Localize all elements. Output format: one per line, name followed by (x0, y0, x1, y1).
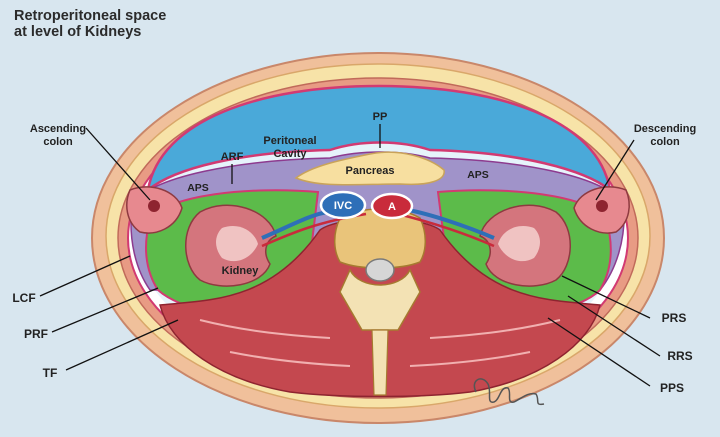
leader-pps (547, 317, 651, 387)
vertebral-arch (339, 268, 421, 331)
label-lcf: LCF (12, 291, 35, 305)
leader-descending-colon (595, 139, 635, 201)
muscle-striations (199, 319, 561, 367)
label-descending-colon-1: Descending (634, 123, 696, 135)
artist-signature (473, 378, 545, 406)
title-line-2: at level of Kidneys (14, 24, 142, 40)
left-renal-sinus (216, 225, 258, 262)
label-prs: PRS (662, 311, 687, 325)
label-aorta: A (388, 201, 396, 213)
diagram-title: Retroperitoneal space at level of Kidney… (14, 8, 274, 40)
leader-rrs (567, 295, 661, 357)
right-renal-sinus (498, 225, 540, 262)
label-pancreas: Pancreas (346, 165, 395, 177)
label-descending-colon-2: colon (650, 136, 680, 148)
leader-prs (561, 275, 651, 319)
label-tf: TF (43, 366, 58, 380)
aorta-vessel (370, 192, 414, 220)
descending-colon-lumen (596, 200, 608, 212)
ivc-vessel (319, 190, 367, 220)
label-prf: PRF (24, 327, 48, 341)
label-pps: PPS (660, 381, 684, 395)
leader-ascending-colon (85, 127, 151, 201)
leader-tf (65, 319, 179, 371)
label-kidney: Kidney (222, 265, 260, 277)
label-arf: ARF (221, 151, 244, 163)
left-renal-vein (261, 210, 329, 240)
right-renal-vein (407, 208, 495, 240)
leader-lcf (39, 255, 131, 297)
leader-prf (51, 287, 159, 333)
spinal-canal (365, 258, 395, 282)
label-ascending-colon-1: Ascending (30, 123, 86, 135)
pancreas-organ (294, 151, 445, 186)
label-pp: PP (373, 111, 388, 123)
label-peritoneal-cavity-2: Cavity (273, 148, 307, 160)
peritoneal-cavity-region (146, 84, 612, 194)
spinous-process (371, 329, 389, 396)
label-ascending-colon-2: colon (43, 136, 73, 148)
label-ivc: IVC (334, 200, 352, 212)
label-aps-right: APS (467, 169, 489, 181)
label-rrs: RRS (667, 349, 692, 363)
label-aps-left: APS (187, 182, 209, 194)
leader-lines (39, 124, 661, 387)
title-line-1: Retroperitoneal space (14, 8, 167, 24)
label-peritoneal-cavity-1: Peritoneal (263, 135, 316, 147)
ascending-colon-lumen (148, 200, 160, 212)
right-renal-artery (397, 212, 495, 248)
